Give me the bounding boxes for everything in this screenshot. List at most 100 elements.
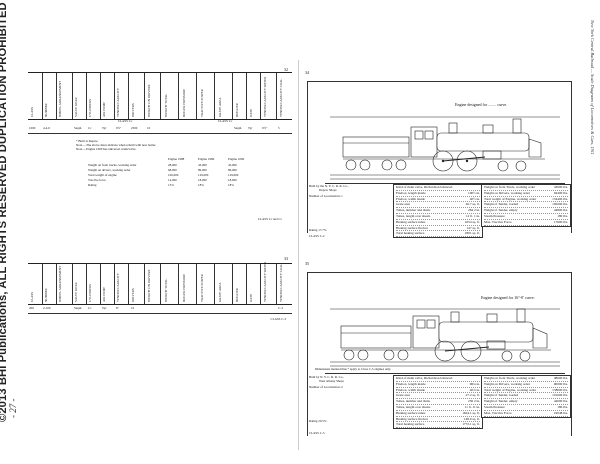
comparison-cell: 86,000: [228, 168, 237, 172]
comparison-cell: 43,000: [228, 163, 237, 167]
spec-value: 1654 sq. ft.: [464, 219, 480, 224]
number-of-locomotives: Number of Locomotives 1: [309, 194, 343, 198]
spec-value: 11 ft. 11 in.: [464, 404, 480, 409]
spec-label: Kind of main valve, Richardson balanced: [396, 185, 453, 189]
page-number: 34: [305, 70, 309, 75]
note: * Built at Depew.: [76, 139, 99, 143]
spec-value: 101000 lbs.: [552, 393, 568, 398]
col-header: DATE: [249, 108, 253, 117]
spec-value: 180 lbs.: [557, 213, 568, 218]
col-header: AIR PUMP: [102, 102, 106, 117]
spec-value: 100½ in.: [468, 190, 480, 195]
spec-value: 19048 lbs.: [553, 410, 568, 415]
spec-value: 40½ in.: [469, 196, 480, 201]
spine-title: New York Central Railroad — Scale Diagra…: [590, 20, 595, 155]
spec-label: Firebox, length inside: [396, 381, 426, 386]
table-sheet-class-c3: 33 CLASS NUMBER WHEEL ARRANGEMENT VALVE …: [28, 256, 292, 323]
spec-label: Total weight of Engine, working order: [484, 196, 537, 201]
spec-label: Weight on front Truck, working order: [484, 376, 536, 380]
col-header: WEIGHT TOTAL: [164, 93, 168, 117]
col-header: VALVE GEAR: [74, 97, 78, 117]
col-header: TENDER CAPACITY WATER: [263, 76, 267, 117]
spec-label: Max. Tractive Force: [484, 410, 512, 415]
class-label: CLASS Cc: [218, 119, 233, 123]
table-header: CLASS NUMBER WHEEL ARRANGEMENT VALVE GEA…: [28, 261, 292, 305]
spec-row: Tubes, number and diam.284 2 in.: [396, 208, 480, 214]
page-number: 32: [284, 67, 288, 72]
spec-row: Kind of main valve, Richardson balanced: [396, 376, 480, 382]
col-header: GRATE AREA: [218, 97, 222, 117]
spec-row: Firebox, length inside 96¼ in.: [396, 382, 480, 388]
spec-label: Tubes, number and diam.: [396, 399, 431, 404]
spec-row: Weight of Tender, loaded 101000 lbs.: [484, 393, 568, 400]
comparison-cell: 18,000: [198, 178, 207, 182]
diagram-caption: Engine designed for 16°-0' curve.: [481, 295, 535, 300]
built-by-shop: West Albany Shops: [319, 379, 344, 383]
spec-label: Tubes, number and diam.: [396, 208, 431, 213]
built-by: Built by N. Y. C. R. R. Co.,: [309, 375, 344, 379]
spec-label: Weight of Tender, empty: [484, 399, 518, 404]
spec-label: Total heating surface: [396, 422, 425, 427]
dimension-note: Dimensions marked thus * apply to Class …: [315, 367, 392, 371]
col-header: TENDER CAPACITY WATER: [263, 261, 267, 302]
spec-label: Heating surface firebox: [396, 225, 429, 230]
page-number: 35: [305, 261, 309, 266]
col-header: WEIGHT ON DRIVERS: [147, 84, 151, 117]
col-header: BUILDER: [235, 103, 239, 117]
comparison-cell: 129,000: [228, 173, 239, 177]
comparison-cell: 43,000: [198, 163, 207, 167]
built-by: Built by the N. Y. C. R. R. Co.,: [309, 184, 349, 188]
spec-value: 12 ft. 1 in.: [465, 213, 480, 218]
spec-value: 180 lbs.: [557, 404, 568, 409]
comparison-cell: Weight on front trucks, working order: [88, 163, 137, 167]
spec-value: 44800 lbs.: [553, 208, 568, 213]
spec-label: Tubes, length over sheets: [396, 213, 431, 218]
col-header: TENDER CAPACITY: [116, 87, 120, 117]
spec-label: Steam Pressure: [484, 213, 505, 218]
col-header: TRACTIVE POWER: [200, 89, 204, 117]
table-row: 200 2-100 Steph. Cc Tyr 8" 10 C-3: [28, 305, 292, 314]
table-footer: CLASS Cc and Cc: [258, 217, 282, 221]
spec-label: Weight of Tender, loaded: [484, 393, 519, 398]
col-header: CYLINDERS: [88, 284, 92, 302]
col-header: CLASS: [30, 107, 34, 117]
spec-value: 90000 lbs.: [553, 381, 568, 386]
spec-value: 27.2 sq. ft.: [465, 393, 480, 398]
locomotive-elevation-drawing: [330, 308, 560, 367]
comparison-cell: Weight on drivers, working order: [88, 168, 131, 172]
col-header: AIR PUMP: [102, 287, 106, 302]
spec-value: 138000 lbs.: [552, 387, 568, 392]
col-header: BOILER PRESSURE: [182, 88, 186, 117]
col-header: WHEEL ARRANGEMENT: [58, 265, 62, 302]
spec-label: Weight on Drivers, working order: [484, 381, 530, 386]
rating: Rating 17.7%: [309, 228, 327, 232]
note: Note.—Engine 1000 has universal crank/va…: [76, 147, 137, 151]
comparison-cell: 14,060: [168, 178, 177, 182]
spec-value: 96¼ in.: [469, 381, 480, 386]
col-header: CLASS: [30, 292, 34, 302]
spec-label: Total heating surface: [396, 231, 425, 236]
spec-value: 1624.1 sq. ft.: [462, 410, 480, 415]
spec-value: 44000 lbs.: [553, 399, 568, 404]
spec-row: Weight of Tender, empty 44800 lbs.: [484, 208, 568, 214]
col-header: BOILER PRESSURE: [182, 273, 186, 302]
page-fold: [298, 60, 299, 450]
spec-label: Kind of main valve, Richardson balanced: [396, 376, 453, 380]
spec-label: Steam Pressure: [484, 404, 505, 409]
spec-value: 256 2 in.: [468, 399, 480, 404]
comparison-cell: 18%: [228, 183, 234, 187]
spec-value: 148.0 sq. ft.: [463, 416, 480, 421]
spec-label: Tubes, length over sheets: [396, 404, 431, 409]
table-header: CLASS NUMBER WHEEL ARRANGEMENT VALVE GEA…: [28, 72, 292, 120]
col-header: TENDER CAPACITY: [116, 272, 120, 302]
spec-label: Weight of Tender, empty: [484, 208, 518, 213]
